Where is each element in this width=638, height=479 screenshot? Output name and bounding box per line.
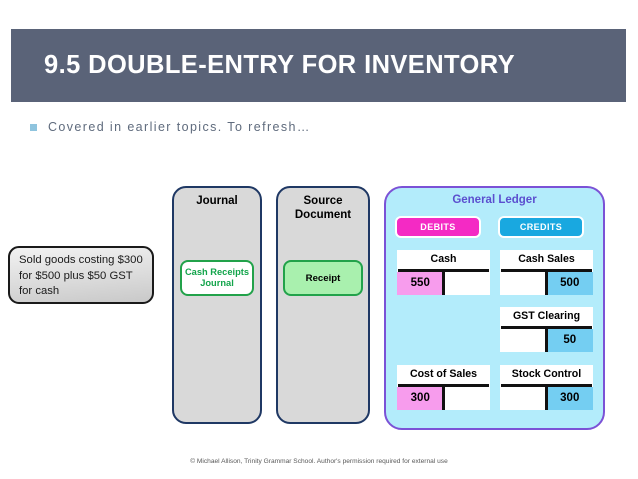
t-account-cash-sales: Cash Sales 500 — [500, 250, 593, 295]
t-account-credit-cell: 50 — [546, 328, 593, 352]
source-document-column: Source Document Receipt — [276, 186, 370, 424]
t-account-debit-cell: 300 — [397, 386, 444, 410]
t-account-debit-cell: 550 — [397, 271, 444, 295]
t-account-credit-cell — [443, 271, 490, 295]
general-ledger-title: General Ledger — [452, 194, 537, 206]
callout-line: Sold goods costing $300 — [19, 254, 143, 266]
t-account-stock-control: Stock Control 300 — [500, 365, 593, 410]
t-account-rule — [501, 269, 592, 272]
page-title: 9.5 DOUBLE-ENTRY FOR INVENTORY — [44, 51, 516, 79]
t-account-divider — [442, 386, 445, 410]
t-account-body: 300 — [500, 386, 593, 410]
copyright-footer: © Michael Allison, Trinity Grammar Schoo… — [190, 458, 448, 465]
t-account-divider — [545, 271, 548, 295]
t-account-rule — [398, 269, 489, 272]
t-account-debit-cell — [500, 271, 547, 295]
t-account-rule — [501, 326, 592, 329]
bullet-text: Covered in earlier topics. To refresh… — [48, 120, 311, 134]
bullet-square-icon — [30, 123, 37, 131]
t-account-credit-cell: 300 — [546, 386, 593, 410]
t-account-title: Stock Control — [511, 368, 582, 380]
t-account-title: Cash — [430, 253, 457, 265]
callout-line: for $500 plus $50 GST — [19, 269, 133, 282]
journal-heading: Journal — [196, 195, 238, 207]
receipt-label: Receipt — [305, 272, 341, 284]
t-account-divider — [545, 328, 548, 352]
t-account-debit-cell — [500, 386, 547, 410]
t-account-cash: Cash 550 — [397, 250, 490, 295]
t-account-debit-cell — [500, 328, 547, 352]
t-account-credit-cell: 500 — [546, 271, 593, 295]
t-account-cost-of-sales: Cost of Sales 300 — [397, 365, 490, 410]
credits-badge: CREDITS — [498, 216, 584, 238]
t-account-body: 550 — [397, 271, 490, 295]
receipt-chip: Receipt — [283, 260, 363, 296]
t-account-rule — [501, 384, 592, 387]
t-account-body: 300 — [397, 386, 490, 410]
cash-receipts-journal-chip: Cash Receipts Journal — [180, 260, 254, 296]
t-account-body: 50 — [500, 328, 593, 352]
bullet-row: Covered in earlier topics. To refresh… — [30, 120, 311, 134]
t-account-title: GST Clearing — [512, 310, 581, 322]
t-account-divider — [545, 386, 548, 410]
t-account-title: Cash Sales — [518, 253, 575, 265]
t-account-divider — [442, 271, 445, 295]
debits-badge: DEBITS — [395, 216, 481, 238]
t-account-credit-cell — [443, 386, 490, 410]
transaction-callout: Sold goods costing $300 for $500 plus $5… — [8, 246, 154, 304]
t-account-gst-clearing: GST Clearing 50 — [500, 307, 593, 352]
t-account-title: Cost of Sales — [409, 368, 478, 380]
cash-receipts-journal-label: Cash Receipts Journal — [184, 266, 250, 289]
source-document-heading: Source Document — [294, 195, 352, 221]
t-account-body: 500 — [500, 271, 593, 295]
journal-column: Journal Cash Receipts Journal — [172, 186, 262, 424]
callout-line: for cash — [19, 285, 60, 297]
slide-title-bar: 9.5 DOUBLE-ENTRY FOR INVENTORY — [11, 29, 626, 102]
t-account-rule — [398, 384, 489, 387]
